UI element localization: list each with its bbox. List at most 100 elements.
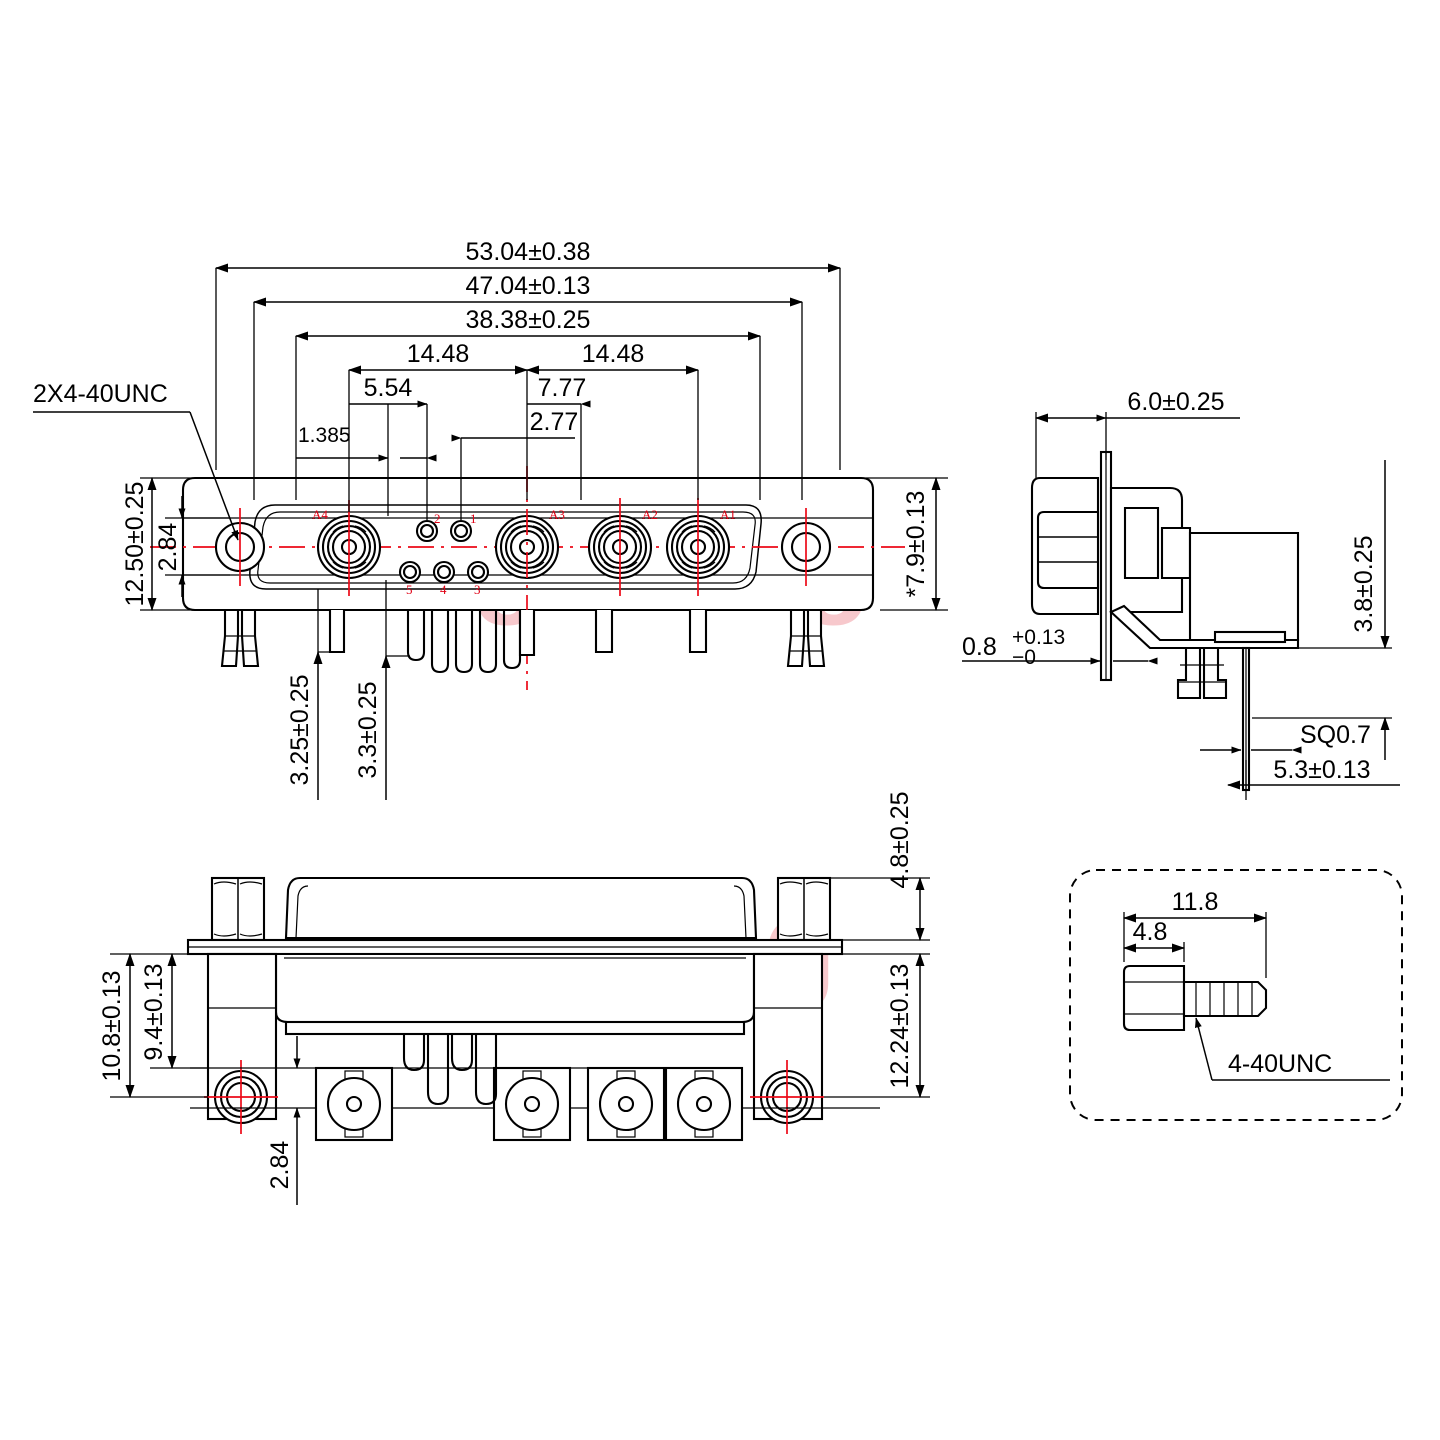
dim-label-base: 0.8 bbox=[962, 633, 997, 661]
dim-label: 6.0±0.25 bbox=[1127, 388, 1224, 416]
dim-label: 4.8±0.25 bbox=[886, 791, 914, 888]
coax-contact-A4: A4 bbox=[312, 500, 382, 596]
dim-label: 11.8 bbox=[1172, 888, 1219, 916]
side-insulator bbox=[1109, 486, 1192, 614]
board-lock-right bbox=[786, 608, 826, 668]
dim-2.77: 2.77 bbox=[451, 408, 579, 442]
coax-contact-A3: A3 bbox=[494, 466, 565, 690]
bottom-coax-A1 bbox=[664, 1066, 744, 1142]
dim-4.8: 4.8±0.25 bbox=[830, 791, 930, 941]
side-tail-assembly bbox=[1176, 646, 1251, 792]
dim-38.38: 38.38±0.25 bbox=[295, 306, 761, 341]
pin-label-3: 3 bbox=[474, 582, 481, 597]
bottom-coax-A4 bbox=[314, 1066, 394, 1142]
screw-head bbox=[1122, 964, 1186, 1032]
thread-note-label: 2X4-40UNC bbox=[33, 380, 168, 408]
pin-label-2: 2 bbox=[434, 511, 441, 526]
side-right-angle-body bbox=[1109, 531, 1300, 650]
dim-label: SQ0.7 bbox=[1300, 721, 1371, 749]
dim-3.3: 3.3±0.25 bbox=[354, 580, 410, 800]
dim-label: 3.8±0.25 bbox=[1350, 535, 1378, 632]
coax-contact-A2: A2 bbox=[587, 498, 658, 596]
dim-label: 3.3±0.25 bbox=[354, 681, 382, 778]
dim-sq0.7: SQ0.7 bbox=[1200, 721, 1371, 754]
dim-10.8: 10.8±0.13 bbox=[98, 953, 208, 1098]
dim-label: 5.54 bbox=[364, 374, 413, 402]
mounting-hole-left bbox=[214, 508, 266, 586]
bottom-shell-profile bbox=[284, 876, 758, 940]
dim-7.9: *7.9±0.13 bbox=[855, 477, 948, 611]
dim-3.25: 3.25±0.25 bbox=[286, 589, 344, 800]
dim-0.8-tolerance: 0.8 +0.13 −0 bbox=[962, 626, 1158, 669]
dim-label: 9.4±0.13 bbox=[140, 963, 168, 1060]
dim-label: 14.48 bbox=[582, 340, 645, 368]
thread-note-label: 4-40UNC bbox=[1228, 1050, 1332, 1078]
front-view: A4 A3 bbox=[33, 238, 948, 800]
coax-label-A2: A2 bbox=[642, 507, 658, 522]
coax-label-A3: A3 bbox=[549, 507, 565, 522]
front-tail-pins bbox=[328, 610, 708, 674]
dim-14.48-left: 14.48 bbox=[348, 340, 528, 375]
bottom-body-block bbox=[274, 952, 756, 1036]
dim-label: 2.84 bbox=[154, 523, 182, 572]
bottom-coax-A2 bbox=[586, 1066, 666, 1142]
side-view: 6.0±0.25 0.8 +0.13 −0 3.8±0.25 SQ0.7 bbox=[962, 388, 1400, 800]
dim-14.48-right: 14.48 bbox=[526, 340, 699, 375]
front-extension-lines bbox=[215, 268, 841, 520]
bottom-boss-left bbox=[204, 952, 278, 1134]
dim-label-upper: +0.13 bbox=[1012, 626, 1065, 649]
coax-label-A4: A4 bbox=[312, 507, 328, 522]
dim-53.04: 53.04±0.38 bbox=[215, 238, 841, 273]
bottom-plan-view: 10.8±0.13 9.4±0.13 2.84 4.8±0.25 12.24±0… bbox=[98, 791, 930, 1205]
dim-47.04: 47.04±0.13 bbox=[253, 272, 803, 307]
dim-3.8: 3.8±0.25 bbox=[1252, 460, 1392, 760]
dim-11.8: 11.8 bbox=[1123, 888, 1267, 978]
coax-contact-A1: A1 bbox=[665, 498, 736, 596]
side-shell-body bbox=[1030, 476, 1100, 616]
dim-label: 12.24±0.13 bbox=[886, 964, 914, 1089]
pin-label-1: 1 bbox=[470, 511, 477, 526]
board-lock-left bbox=[220, 608, 260, 668]
pin-label-4: 4 bbox=[440, 582, 447, 597]
signal-pin-5: 5 bbox=[398, 560, 422, 597]
signal-pin-1: 1 bbox=[449, 511, 477, 543]
bottom-flange-plate bbox=[186, 938, 844, 956]
bottom-boss-right bbox=[750, 952, 824, 1134]
dim-7.77: 7.77 bbox=[527, 374, 591, 408]
dim-2.84-front: 2.84 bbox=[154, 496, 230, 597]
bottom-signal-pins bbox=[402, 1034, 498, 1106]
signal-pin-4: 4 bbox=[432, 560, 456, 597]
dim-label: *7.9±0.13 bbox=[902, 491, 930, 598]
dim-label: 7.77 bbox=[538, 374, 587, 402]
mounting-hole-right bbox=[780, 508, 832, 586]
dim-5.54: 5.54 bbox=[349, 374, 428, 408]
pin-label-5: 5 bbox=[406, 582, 413, 597]
dim-label: 12.50±0.25 bbox=[121, 482, 149, 607]
dim-9.4: 9.4±0.13 bbox=[140, 953, 208, 1069]
dim-6.0: 6.0±0.25 bbox=[1035, 388, 1240, 478]
dim-label: 2.77 bbox=[530, 408, 579, 436]
dim-label: 38.38±0.25 bbox=[466, 306, 591, 334]
dim-label: 10.8±0.13 bbox=[98, 970, 126, 1081]
bottom-hexnut-left bbox=[210, 876, 266, 942]
signal-pin-3: 3 bbox=[466, 560, 490, 597]
screw-thread bbox=[1182, 980, 1268, 1018]
dim-label: 53.04±0.38 bbox=[466, 238, 591, 266]
dim-12.24: 12.24±0.13 bbox=[824, 953, 930, 1098]
side-flange-plate bbox=[1099, 450, 1113, 682]
bottom-coax-A3 bbox=[492, 1066, 572, 1142]
dim-12.50: 12.50±0.25 bbox=[121, 477, 200, 611]
dim-5.3: 5.3±0.13 bbox=[1227, 756, 1400, 800]
screw-detail: 11.8 4.8 4-40UNC bbox=[1069, 869, 1403, 1121]
signal-pin-2: 2 bbox=[415, 511, 441, 543]
thread-note-4-40unc: 4-40UNC bbox=[1194, 1017, 1390, 1081]
dim-label: 3.25±0.25 bbox=[286, 674, 314, 785]
dim-4.8-screw: 4.8 bbox=[1123, 918, 1185, 962]
dim-label: 2.84 bbox=[266, 1141, 294, 1190]
dim-label: 1.385 bbox=[298, 424, 351, 447]
dim-label: 4.8 bbox=[1133, 918, 1168, 946]
dim-label: 47.04±0.13 bbox=[466, 272, 591, 300]
dim-label: 14.48 bbox=[407, 340, 470, 368]
